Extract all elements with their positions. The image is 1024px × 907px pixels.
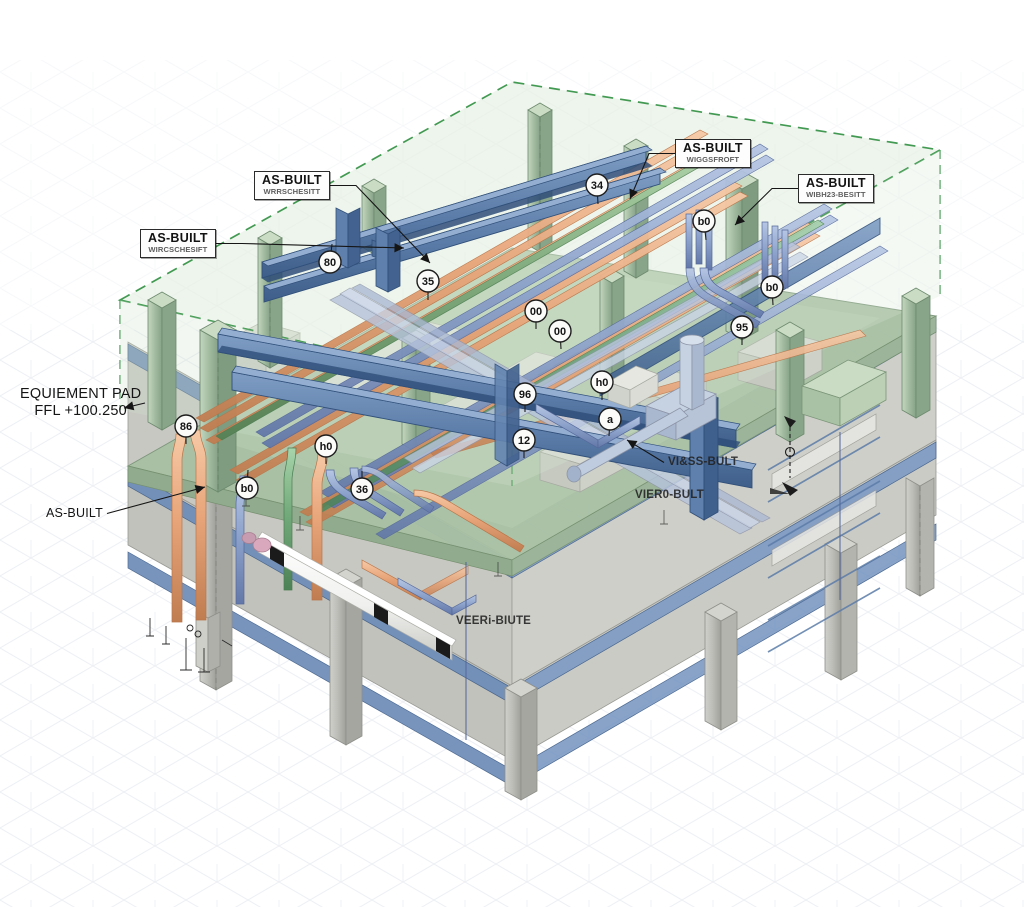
tag-circle [512,428,536,452]
tag-circle [314,434,338,458]
pipe-tag-bubble[interactable]: a [598,407,622,437]
tag-circle [513,382,537,406]
annotation-line: AS-BUILT [46,506,103,520]
pipe-tag-bubble[interactable]: h0 [590,370,614,400]
tag-label: b0 [698,216,711,228]
pipe-tag-bubble[interactable]: 34 [585,173,609,205]
pipe-tag-bubble[interactable]: b0 [235,469,259,500]
tag-circle [590,370,614,394]
tag-label: 12 [518,435,530,447]
tag-circle [174,414,198,438]
annotation-text: VIER0-BULT [635,487,704,504]
pipe-tag-bubble[interactable]: 35 [416,269,440,300]
callout-title: AS-BUILT [806,176,866,190]
pipe-tag-bubble[interactable]: 95 [730,315,754,345]
tag-circle [760,275,784,299]
pipe-tag-bubble[interactable]: b0 [760,275,784,306]
tag-label: 96 [519,389,531,401]
tag-label: a [607,414,614,426]
pipe-tag-bubble[interactable]: 12 [512,428,536,458]
annotation-text: VEERi-BIUTE [456,613,531,630]
annotation-leader [106,486,206,515]
callout-subtitle: WRRSCHESITT [263,187,321,196]
tag-circle [598,407,622,431]
callout-title: AS-BUILT [683,141,743,155]
tag-label: h0 [320,441,333,453]
callout-leader [216,242,405,249]
tag-circle [548,319,572,343]
tag-circle [318,250,342,274]
dimension-marks [146,618,233,673]
pipe-tag-bubble[interactable]: 00 [524,299,548,329]
pipe-tag-bubble[interactable]: 86 [174,414,198,444]
annotation-text: AS-BUILT [46,505,103,522]
pipe-tag-bubble[interactable]: 00 [548,319,572,350]
mid-left-elbows [242,465,668,577]
tag-label: 35 [422,276,434,288]
pipe-tag-bubble[interactable]: b0 [692,209,716,241]
callout-subtitle: WIRCSCHESIFT [148,245,208,254]
tag-label: b0 [241,483,254,495]
annotation-line: VIER0-BULT [635,489,704,501]
tag-label: 00 [554,326,566,338]
tag-circle [730,315,754,339]
tag-circle [235,476,259,500]
lower-columns [195,470,935,801]
steel-beams-upper [217,145,881,521]
tag-circle [524,299,548,323]
annotation-line: VEERi-BIUTE [456,615,532,627]
callout-title: AS-BUILT [262,173,322,187]
leader-arrowheads [124,188,745,494]
tag-label: b0 [766,282,779,294]
callout-subtitle: WIBH23-BESITT [806,190,866,199]
tag-circle [585,173,609,197]
tag-bubbles: 80 35 34 00 00 b0 b0 95 96 h0 a 12 86 h0 36 b0 [174,173,784,501]
callout-leader [734,187,798,226]
tag-label: 34 [591,180,604,192]
pipe-tag-bubble[interactable]: 96 [513,382,537,412]
annotation-text: VI&SS-BULT [668,454,738,471]
tag-label: 36 [356,484,368,496]
tag-circle [416,269,440,293]
pipe-tag-bubble[interactable]: h0 [314,434,338,464]
lower-services [241,432,841,740]
tag-circle [692,209,716,233]
tag-label: 95 [736,322,748,334]
callout-leader [629,152,675,200]
annotation-line: VI&SS-BULT [668,456,739,468]
pipe-tag-bubble[interactable]: 80 [318,243,342,274]
pipe-tag-bubble[interactable]: 36 [350,471,374,501]
annotation-line: FFL +100.250 [34,403,127,419]
tag-label: h0 [596,377,609,389]
tag-circle [350,477,374,501]
tag-label: 86 [180,421,192,433]
tag-label: 80 [324,257,336,269]
tag-label: 00 [530,306,542,318]
callout-leader [330,184,431,264]
annotation-line: EQUIEMENT PAD [20,386,142,402]
callout-title: AS-BUILT [148,231,208,245]
callout-subtitle: WIGGSFROFT [686,155,740,164]
